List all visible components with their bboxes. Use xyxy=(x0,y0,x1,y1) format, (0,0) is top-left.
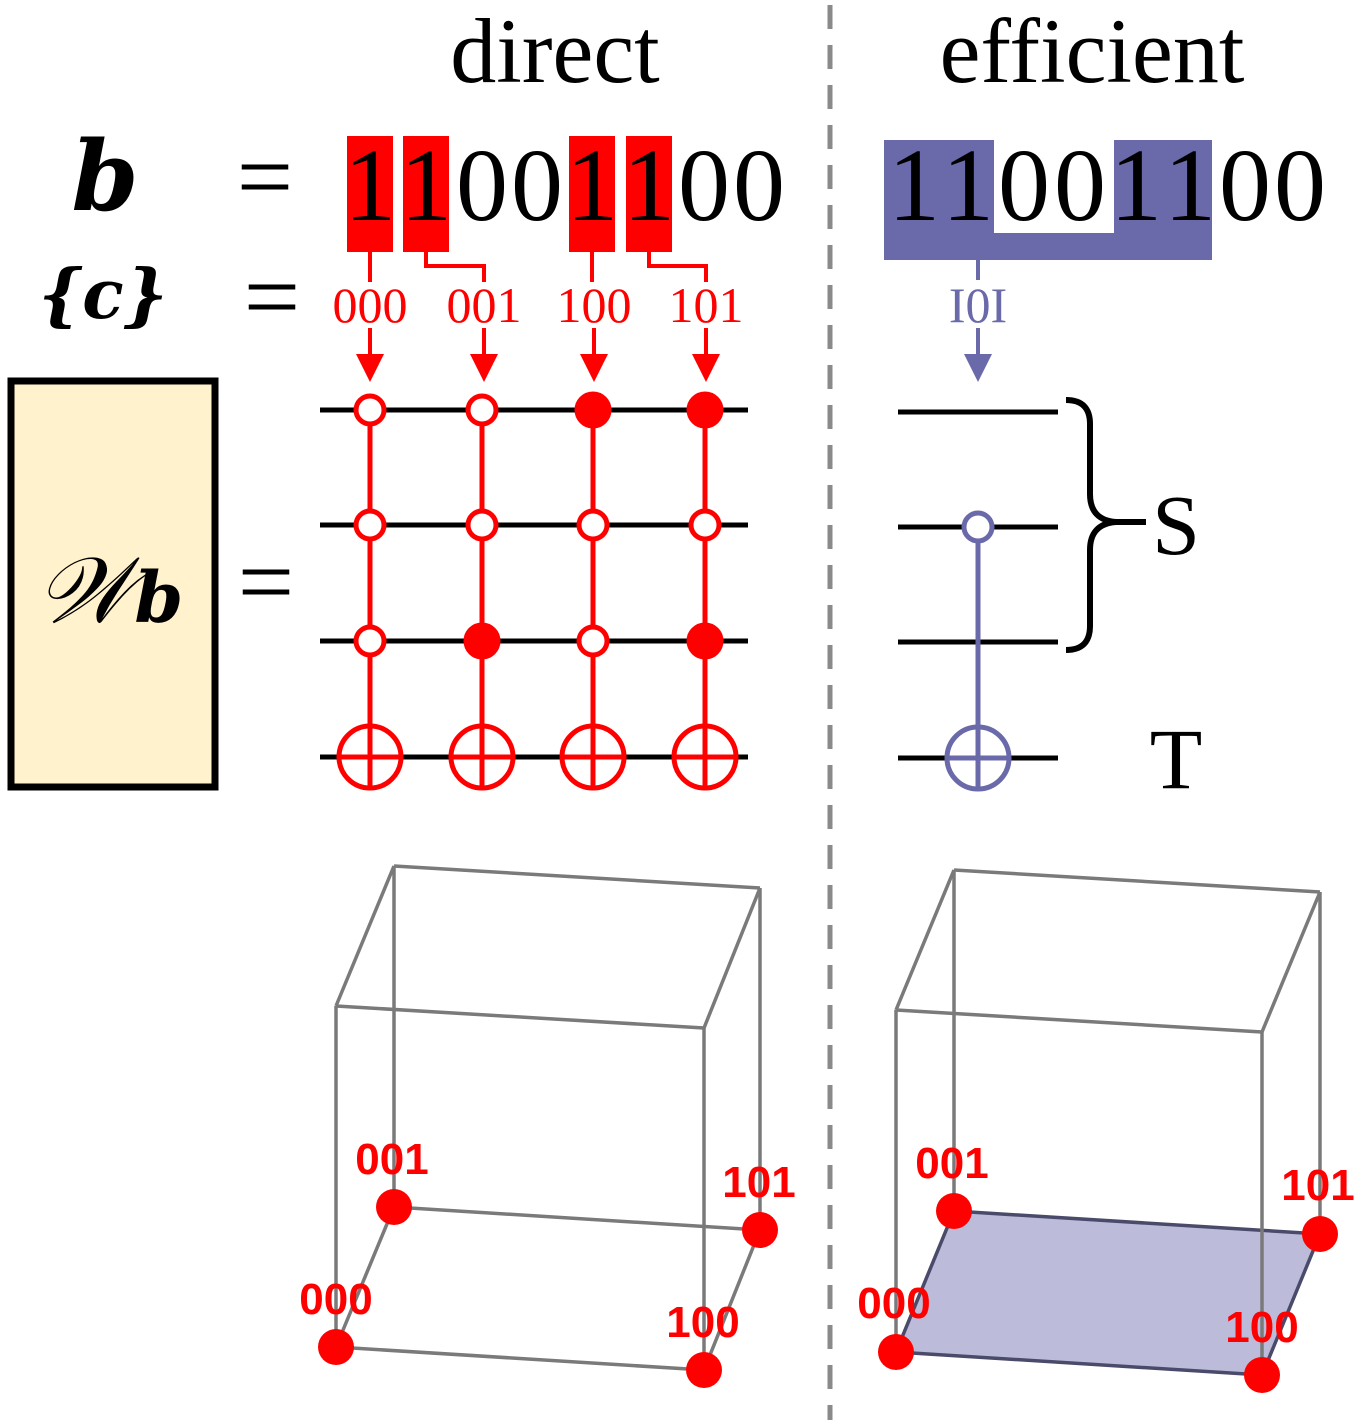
highlight-box xyxy=(403,136,449,252)
control-open xyxy=(353,624,387,658)
vertex-label: 001 xyxy=(915,1139,988,1188)
code-label: 000 xyxy=(333,277,408,333)
bit: 0 xyxy=(678,128,730,243)
highlight-box xyxy=(626,136,672,252)
control-filled xyxy=(686,622,724,660)
vertex-001 xyxy=(376,1189,412,1225)
bit: 1 xyxy=(623,128,675,243)
bit: 0 xyxy=(1054,128,1106,243)
vertex-label: 001 xyxy=(355,1135,428,1184)
code-label: 001 xyxy=(447,277,522,333)
bit: 1 xyxy=(1164,128,1216,243)
control-filled xyxy=(686,391,724,429)
bit: 1 xyxy=(400,128,452,243)
bit: 0 xyxy=(733,128,785,243)
cube-direct-vertices xyxy=(318,1189,778,1388)
bit: 1 xyxy=(566,128,618,243)
bit: 0 xyxy=(1219,128,1271,243)
control-open xyxy=(465,508,499,542)
direct-wires xyxy=(320,407,748,760)
control-open xyxy=(688,508,722,542)
control-filled xyxy=(574,391,612,429)
register-brace xyxy=(1065,397,1146,653)
heading-direct: direct xyxy=(450,0,660,102)
control-open xyxy=(961,510,995,544)
direct-arrows xyxy=(356,328,720,382)
cube-efficient-vertices xyxy=(878,1193,1338,1393)
vertex-label: 100 xyxy=(1225,1303,1298,1352)
direct-highlights xyxy=(347,136,672,252)
bit: 1 xyxy=(942,128,994,243)
control-open xyxy=(353,508,387,542)
vertex-label: 000 xyxy=(857,1279,930,1328)
bitstring-direct: 1 1 0 0 1 1 0 0 xyxy=(344,128,785,243)
vertex-000 xyxy=(878,1334,914,1370)
efficient-code-label: I0I xyxy=(949,277,1007,333)
heading-efficient: efficient xyxy=(940,0,1245,102)
control-open xyxy=(353,393,387,427)
b-symbol: b xyxy=(71,120,138,233)
bitstring-efficient: 1 1 0 0 1 1 0 0 xyxy=(888,128,1326,243)
control-open xyxy=(576,508,610,542)
equals-b: = xyxy=(237,121,293,232)
operator-box xyxy=(7,377,219,791)
bit: 0 xyxy=(998,128,1050,243)
bit: 1 xyxy=(1110,128,1162,243)
vertex-100 xyxy=(686,1352,722,1388)
direct-connectors xyxy=(368,252,708,282)
cube-efficient-face xyxy=(896,1211,1320,1375)
vertex-label: 000 xyxy=(299,1275,372,1324)
c-symbol: {c} xyxy=(39,255,168,335)
vertex-101 xyxy=(742,1212,778,1248)
equals-c: = xyxy=(244,241,300,352)
code-label: 101 xyxy=(669,277,744,333)
bit: 0 xyxy=(511,128,563,243)
efficient-highlight xyxy=(884,140,1212,260)
cube-efficient xyxy=(894,868,1322,1377)
bit: 0 xyxy=(1274,128,1326,243)
direct-gates xyxy=(336,391,739,791)
efficient-gate xyxy=(944,510,1012,792)
highlight-box xyxy=(347,136,393,252)
vertex-001 xyxy=(936,1193,972,1229)
bit: 1 xyxy=(344,128,396,243)
vertex-000 xyxy=(318,1329,354,1365)
vertex-101 xyxy=(1302,1216,1338,1252)
register-label-t: T xyxy=(1150,711,1203,807)
vertex-label: 101 xyxy=(1281,1161,1354,1210)
vertex-label: 101 xyxy=(722,1158,795,1207)
equals-w: = xyxy=(238,526,294,637)
vertex-label: 100 xyxy=(666,1298,739,1347)
cube-direct xyxy=(334,864,762,1372)
highlight-box xyxy=(569,136,615,252)
efficient-arrowhead xyxy=(964,354,992,382)
direct-code-labels: 000 001 100 101 xyxy=(333,277,744,333)
cube-efficient-labels: 000 001 100 101 xyxy=(857,1139,1354,1352)
bit: 0 xyxy=(456,128,508,243)
control-open xyxy=(465,393,499,427)
vertex-100 xyxy=(1244,1357,1280,1393)
control-filled xyxy=(463,622,501,660)
cube-direct-labels: 000 001 100 101 xyxy=(299,1135,795,1347)
bit: 1 xyxy=(888,128,940,243)
control-open xyxy=(576,624,610,658)
register-label-s: S xyxy=(1152,477,1200,573)
code-label: 100 xyxy=(557,277,632,333)
